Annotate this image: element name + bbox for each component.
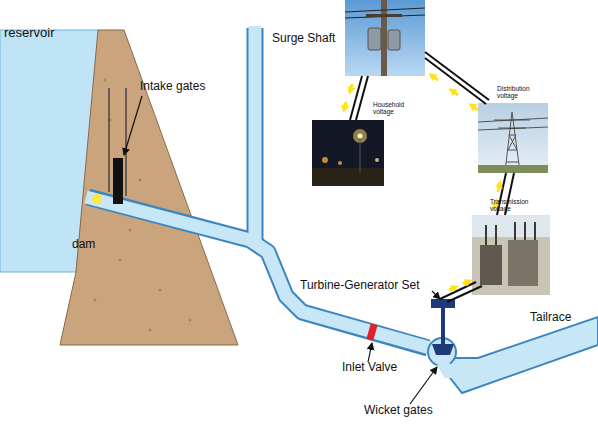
transformer-symbol: [368, 28, 381, 50]
wire-symbol: [478, 118, 548, 122]
power-flow-arrows: [344, 75, 500, 290]
wire-symbol: [478, 127, 548, 130]
tailrace-channel: [436, 317, 598, 393]
intake-gate: [113, 158, 123, 204]
household-photo: [312, 120, 384, 186]
wire-symbol: [345, 15, 425, 18]
inlet-valve-symbol: [366, 323, 377, 340]
transformer-symbol: [480, 245, 502, 285]
lamp-symbol: [358, 134, 363, 139]
turbine-runner: [432, 344, 454, 355]
part-label: reservoir: [4, 26, 94, 40]
wire-symbol: [345, 8, 425, 12]
part-label: Transmission voltage: [490, 198, 536, 212]
power-wires: [350, 52, 514, 302]
window-light: [375, 158, 379, 162]
penstock-water: [86, 197, 430, 348]
intake-marker: [92, 194, 102, 204]
part-label: Wicket gates: [364, 404, 454, 417]
transmission-tower-photo: [478, 103, 548, 173]
substation-photo: [472, 215, 550, 295]
sky-band: [472, 215, 550, 237]
part-label: dam: [72, 238, 112, 251]
leader-arrow: [432, 291, 440, 299]
intake-shaft-line: [108, 88, 110, 192]
insulator-symbols: [486, 222, 535, 245]
transformer-symbol: [508, 240, 538, 286]
window-light: [322, 157, 328, 163]
draft-tube: [442, 362, 458, 372]
leader-arrow: [410, 367, 437, 404]
transformer-symbol: [388, 30, 400, 50]
ground-symbol: [478, 165, 548, 173]
photo-frame: [472, 215, 550, 295]
part-label: Distribution voltage: [497, 85, 541, 99]
part-label: Tailrace: [530, 311, 596, 324]
part-label: Surge Shaft: [272, 32, 362, 45]
turbine-generator-symbol: [431, 299, 455, 355]
part-label: Turbine-Generator Set: [300, 279, 450, 292]
photo-frame: [312, 120, 384, 186]
leader-arrow: [368, 343, 372, 362]
part-label: Household voltage: [373, 101, 407, 115]
window-light: [338, 161, 342, 165]
part-label: Intake gates: [140, 80, 230, 93]
part-label: Inlet Valve: [342, 361, 422, 374]
photo-frame: [345, 0, 425, 76]
photo-frame: [478, 103, 548, 173]
pole-symbol: [381, 0, 387, 76]
leader-arrow: [124, 96, 142, 155]
turbine-shaft: [441, 308, 445, 345]
intake-shaft-line: [125, 88, 127, 196]
distribution-pole-photo: [345, 0, 425, 76]
lamp-post: [360, 138, 361, 172]
dam-body: [60, 30, 238, 345]
ground-symbol: [312, 168, 384, 186]
crossarm-symbol: [366, 14, 402, 17]
surge-shaft-water: [249, 26, 262, 244]
